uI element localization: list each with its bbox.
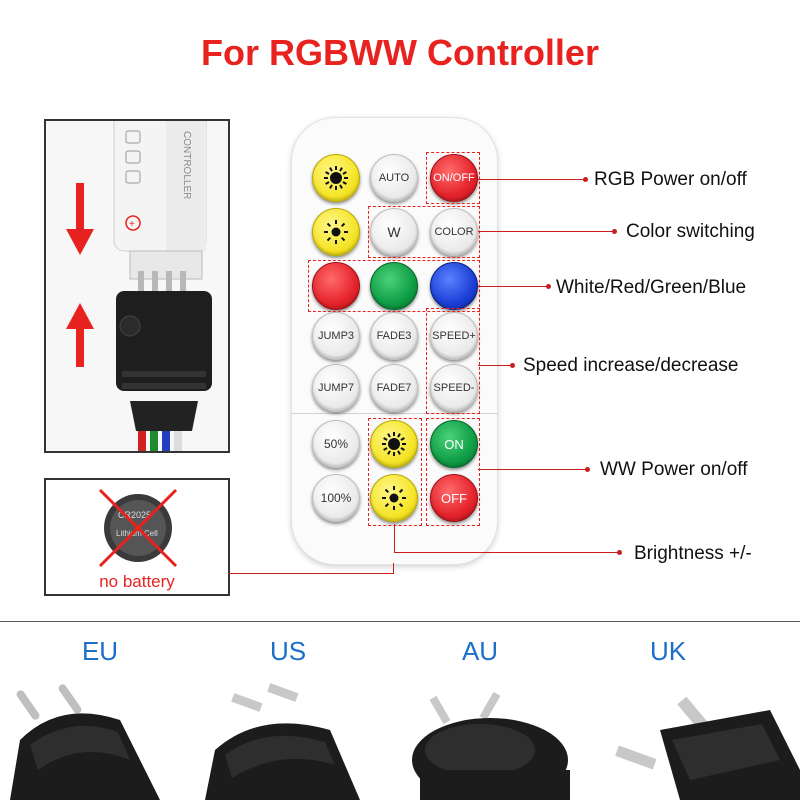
page-title: For RGBWW Controller — [201, 32, 599, 73]
callout-dot — [617, 550, 622, 555]
callout-rgb-power: RGB Power on/off — [594, 169, 747, 190]
sun-small-icon — [324, 220, 348, 244]
callout-line-brightness — [394, 552, 620, 553]
plug-label-us: US — [269, 636, 307, 666]
sun-icon — [324, 166, 348, 190]
sun-small-icon — [382, 486, 406, 510]
remote-button-label: FADE7 — [376, 382, 412, 394]
us-plug-icon — [205, 683, 360, 800]
controller-connector-illustration: CONTROLLER + — [66, 121, 212, 451]
controller-text: CONTROLLER — [181, 131, 192, 199]
plug-label-eu: EU — [81, 636, 119, 666]
remote-button-white[interactable]: W — [370, 208, 418, 256]
callout-line-ww-power — [478, 469, 588, 470]
remote-button-label: FADE3 — [376, 330, 412, 342]
remote-button-auto[interactable]: AUTO — [370, 154, 418, 202]
callout-color-switching: Color switching — [626, 221, 755, 242]
callout-speed: Speed increase/decrease — [523, 355, 739, 376]
au-plug-icon — [412, 691, 570, 800]
highlight-rgb-power — [426, 152, 480, 204]
remote-button-label: JUMP7 — [317, 382, 355, 394]
uk-plug-icon — [615, 696, 800, 800]
callout-line-battery — [228, 573, 394, 574]
callout-line-battery-v — [393, 563, 394, 574]
callout-white-red-green-blue: White/Red/Green/Blue — [556, 277, 747, 298]
remote-button-label: 50% — [323, 437, 349, 451]
plug-label-uk: UK — [649, 636, 687, 666]
arrow-down-icon — [66, 229, 94, 255]
callout-dot — [510, 363, 515, 368]
remote-button-fade7[interactable]: FADE7 — [370, 364, 418, 412]
plug-label-au: AU — [461, 636, 499, 666]
remote-button-ww-bright-down[interactable] — [370, 474, 418, 522]
callout-brightness: Brightness +/- — [634, 543, 752, 564]
callout-line-brightness-v — [394, 524, 395, 552]
remote-divider — [291, 413, 498, 414]
eu-plug-icon — [10, 684, 160, 800]
remote-button-blue[interactable] — [430, 262, 478, 310]
no-battery-box: CR2025 Lithium Cell no battery — [44, 478, 230, 596]
callout-dot — [546, 284, 551, 289]
callout-line-color — [478, 231, 615, 232]
remote-button-label: AUTO — [378, 172, 410, 184]
section-separator — [0, 621, 800, 622]
highlight-speed — [426, 308, 480, 414]
svg-text:Lithium Cell: Lithium Cell — [116, 529, 158, 538]
callout-dot — [583, 177, 588, 182]
sun-icon — [382, 432, 406, 456]
callout-line-speed — [478, 365, 514, 366]
highlight-wrgb — [308, 260, 480, 312]
callout-ww-power: WW Power on/off — [600, 459, 748, 480]
svg-text:+: + — [129, 219, 135, 230]
remote-button-ww-bright-up[interactable] — [370, 420, 418, 468]
svg-text:CR2025: CR2025 — [118, 510, 151, 520]
callout-dot — [612, 229, 617, 234]
remote-button-ww-50[interactable]: 50% — [312, 420, 360, 468]
remote-button-green[interactable] — [370, 262, 418, 310]
coin-cell-icon: CR2025 Lithium Cell — [98, 488, 178, 568]
power-adapters — [10, 683, 800, 800]
remote-button-bright-down-rgb[interactable] — [312, 208, 360, 256]
remote-button-label: 100% — [320, 491, 352, 505]
highlight-ww-power — [426, 418, 480, 526]
callout-line-wrgb — [478, 286, 550, 287]
controller-photo: CONTROLLER + — [44, 119, 230, 453]
remote-button-label: JUMP3 — [317, 330, 355, 342]
remote-button-jump3[interactable]: JUMP3 — [312, 312, 360, 360]
remote-button-red[interactable] — [312, 262, 360, 310]
highlight-brightness — [368, 418, 422, 526]
highlight-color — [368, 206, 480, 258]
remote-button-jump7[interactable]: JUMP7 — [312, 364, 360, 412]
callout-dot — [585, 467, 590, 472]
remote-button-ww-100[interactable]: 100% — [312, 474, 360, 522]
no-battery-label: no battery — [99, 572, 175, 591]
remote-button-fade3[interactable]: FADE3 — [370, 312, 418, 360]
callout-line-rgb-power — [478, 179, 586, 180]
remote-button-bright-up-rgb[interactable] — [312, 154, 360, 202]
arrow-up-icon — [66, 303, 94, 329]
